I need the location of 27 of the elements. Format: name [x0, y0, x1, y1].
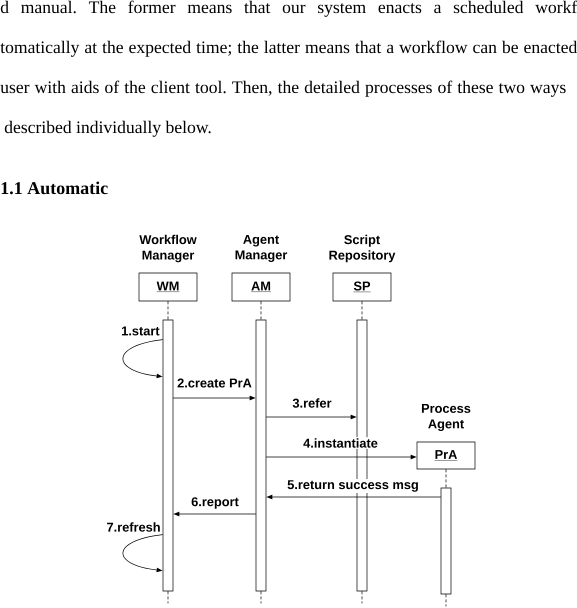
- participant-name: Script Repository: [329, 234, 396, 262]
- activation-bar: [256, 320, 266, 592]
- edge-label: 1.start: [120, 325, 161, 337]
- lifeline: [260, 301, 262, 320]
- participant-box: AM: [232, 272, 290, 302]
- activation-bar: [440, 488, 452, 594]
- paragraph-text: user with aids of the client tool. Then, the detailed processes of these two ways: [0, 80, 566, 97]
- edge-label: 7.refresh: [105, 521, 162, 533]
- lifeline: [260, 591, 262, 604]
- edge-label: 2.create PrA: [176, 377, 254, 389]
- edge-label: 5.return success msg: [286, 479, 420, 493]
- paragraph-text: described individually below.: [4, 120, 211, 137]
- self-message-arrow: [122, 534, 163, 572]
- edge-label: 4.instantiate: [302, 437, 380, 449]
- paragraph-text: d manual. The former means that our system enacts a scheduled workf: [0, 0, 577, 17]
- paragraph-text: tomatically at the expected time; the latter means that a workflow can be enacted: [0, 40, 577, 57]
- activation-bar: [162, 320, 174, 592]
- participant-name: Process Agent: [422, 404, 470, 432]
- edge-label: 6.report: [190, 496, 240, 510]
- self-message-arrow: [122, 339, 163, 378]
- participant-box: PrA: [416, 442, 476, 470]
- participant-box: SP: [332, 272, 392, 302]
- section-heading: 1.1 Automatic: [2, 182, 108, 194]
- participant-name: Agent Manager: [236, 235, 288, 262]
- participant-name: Workflow Manager: [139, 234, 197, 262]
- participant-box: WM: [138, 272, 198, 302]
- edge-label: 3.refer: [291, 397, 333, 409]
